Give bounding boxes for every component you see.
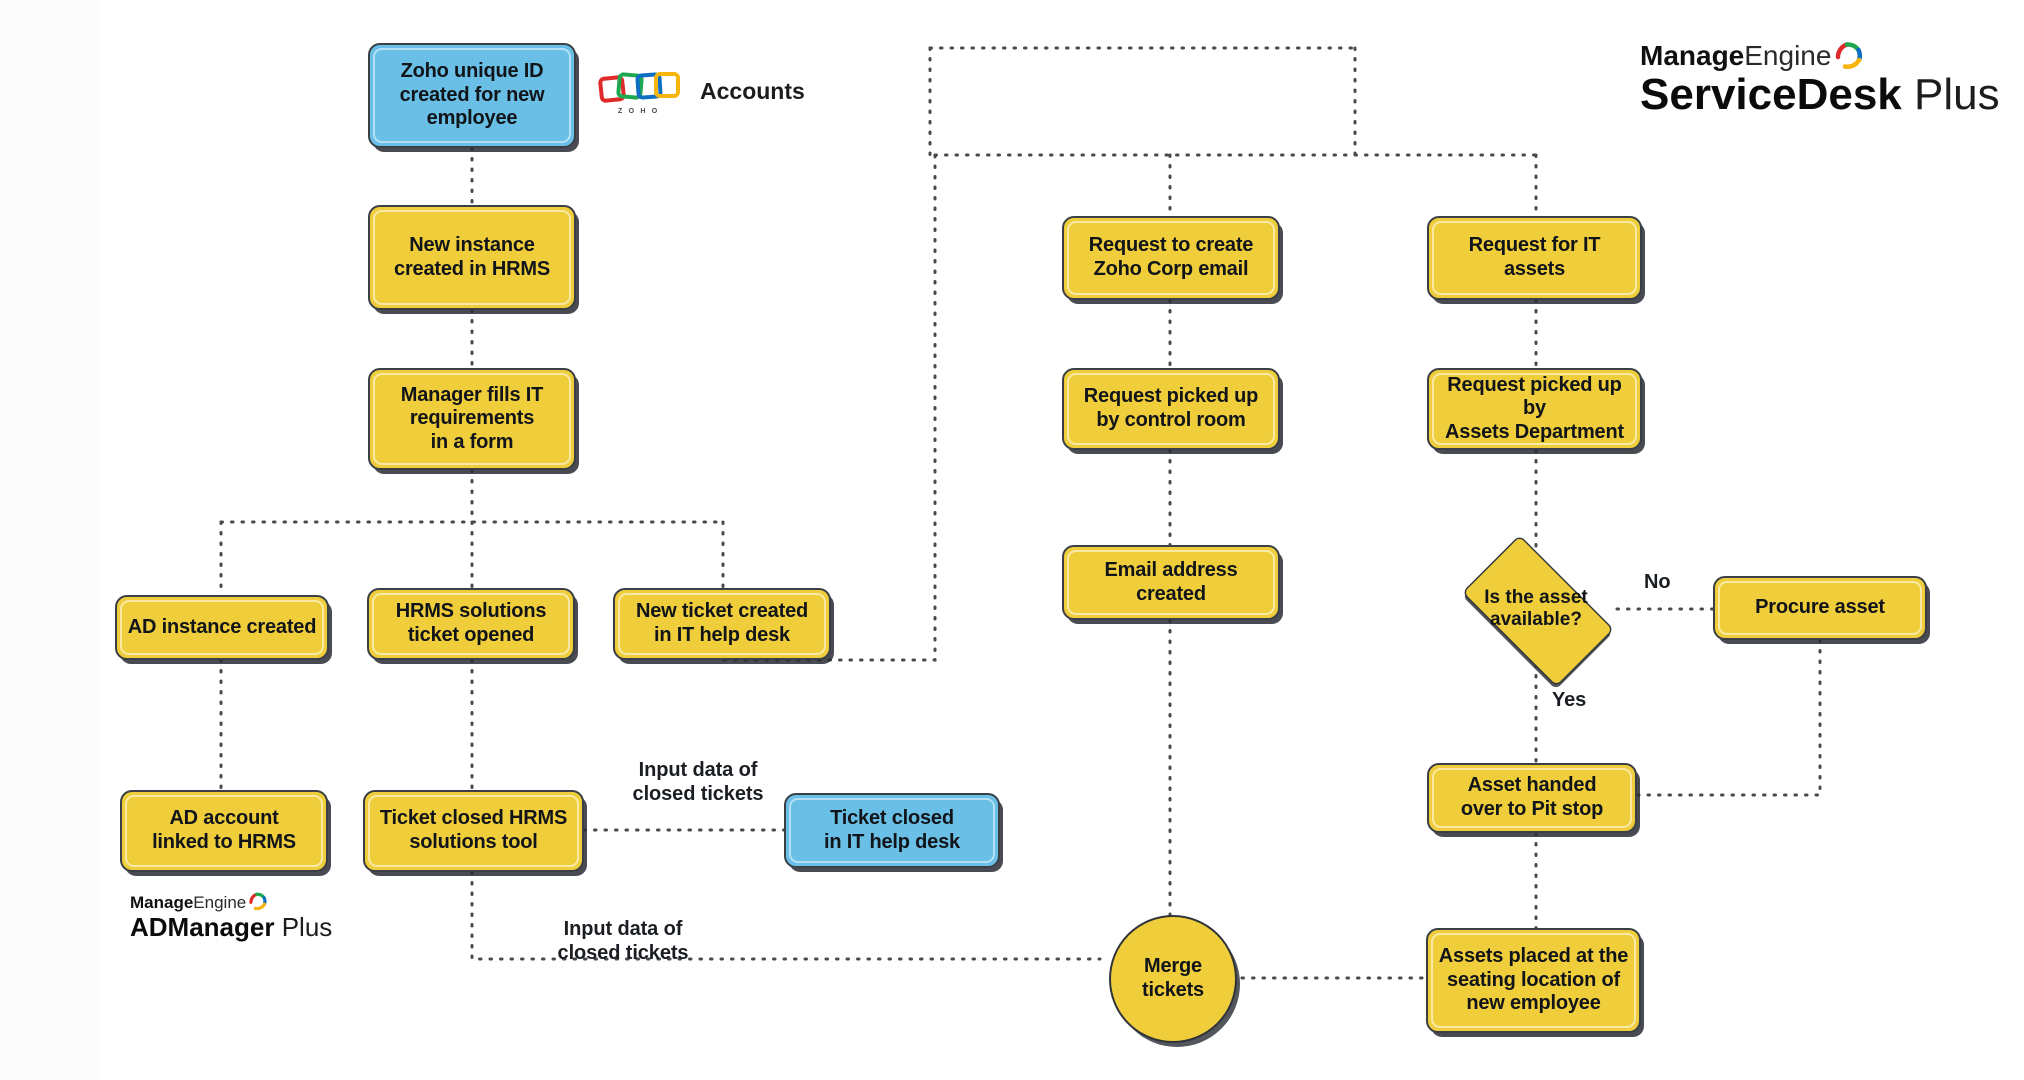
node-label: Email address created (1104, 558, 1238, 605)
node-label: Request picked up by Assets Department (1445, 373, 1624, 443)
node-ad-account-linked[interactable]: AD account linked to HRMS (120, 790, 328, 872)
edge-label-no: No (1644, 571, 1671, 593)
node-label: New ticket created in IT help desk (635, 600, 809, 646)
node-merge-tickets[interactable]: Merge tickets (1109, 915, 1237, 1043)
node-label: AD instance created (127, 615, 317, 638)
node-ticket-closed-hrms[interactable]: Ticket closed HRMS solutions tool (363, 790, 584, 872)
node-ticket-closed-helpdesk[interactable]: Ticket closed in IT help desk (784, 793, 1000, 868)
servicedesk-engine-text: Engine (1744, 40, 1832, 71)
node-request-control-room[interactable]: Request picked up by control room (1062, 368, 1280, 450)
node-label: Merge tickets (1142, 955, 1204, 1001)
node-label: Request picked up by control room (1083, 385, 1259, 431)
node-label: Manager fills IT requirements in a form (400, 383, 544, 453)
node-label: Assets placed at the seating location of… (1438, 945, 1629, 1015)
node-request-zoho-email[interactable]: Request to create Zoho Corp email (1062, 216, 1280, 300)
node-label: Is the asset available? (1484, 586, 1588, 630)
manageengine-swoosh-icon (249, 892, 267, 911)
admanager-engine-text: Engine (193, 893, 247, 912)
svg-text:Z O H O: Z O H O (618, 108, 659, 115)
servicedesk-product-light: Plus (1914, 70, 2000, 119)
node-label: Asset handed over to Pit stop (1460, 774, 1604, 820)
node-manager-fills-form[interactable]: Manager fills IT requirements in a form (368, 368, 576, 470)
edge-label-input-data-top: Input data of closed tickets (632, 759, 764, 806)
node-ad-instance-created[interactable]: AD instance created (115, 595, 329, 660)
node-email-address-created[interactable]: Email address created (1062, 545, 1280, 620)
servicedesk-plus-logo: ManageEngine ServiceDesk Plus (1640, 40, 2000, 120)
edge-label-input-data-bottom: Input data of closed tickets (557, 918, 689, 965)
servicedesk-product-bold: ServiceDesk (1640, 70, 1902, 119)
page-left-margin (0, 0, 100, 1080)
zoho-logo-icon: Z O H O (598, 70, 684, 120)
node-label: Procure asset (1755, 596, 1885, 619)
node-request-assets-dept[interactable]: Request picked up by Assets Department (1427, 368, 1642, 450)
admanager-plus-logo: ManageEngine ADManager Plus (130, 892, 332, 943)
node-label: New instance created in HRMS (394, 233, 550, 280)
node-asset-handed-pitstop[interactable]: Asset handed over to Pit stop (1427, 763, 1637, 833)
node-assets-placed-seating[interactable]: Assets placed at the seating location of… (1426, 928, 1641, 1033)
node-label: HRMS solutions ticket opened (395, 600, 547, 646)
admanager-product-light: Plus (281, 912, 333, 942)
node-label: Request to create Zoho Corp email (1088, 234, 1254, 280)
edge-newticket-up (722, 153, 937, 662)
node-label: AD account linked to HRMS (152, 807, 296, 853)
edge-procure-pitstop (1635, 638, 1822, 797)
node-new-ticket-helpdesk[interactable]: New ticket created in IT help desk (613, 588, 831, 660)
servicedesk-manage-text: Manage (1640, 40, 1745, 71)
manageengine-swoosh-icon (1836, 42, 1863, 70)
edge-label-yes: Yes (1552, 689, 1587, 711)
node-label: Ticket closed in IT help desk (824, 806, 960, 853)
node-label: Zoho unique ID created for new employee (399, 60, 545, 130)
node-label: Ticket closed HRMS solutions tool (379, 807, 568, 853)
zoho-accounts-label: Accounts (700, 78, 805, 104)
node-request-it-assets[interactable]: Request for IT assets (1427, 216, 1642, 300)
node-hrms-ticket-opened[interactable]: HRMS solutions ticket opened (367, 588, 575, 660)
admanager-product-bold: ADManager (130, 912, 275, 942)
node-zoho-unique-id[interactable]: Zoho unique ID created for new employee (368, 43, 576, 148)
node-label: Request for IT assets (1468, 234, 1601, 280)
node-new-instance-hrms[interactable]: New instance created in HRMS (368, 205, 576, 310)
node-procure-asset[interactable]: Procure asset (1713, 576, 1927, 640)
node-is-asset-available[interactable]: Is the asset available? (1443, 534, 1629, 688)
admanager-manage-text: Manage (130, 893, 194, 912)
